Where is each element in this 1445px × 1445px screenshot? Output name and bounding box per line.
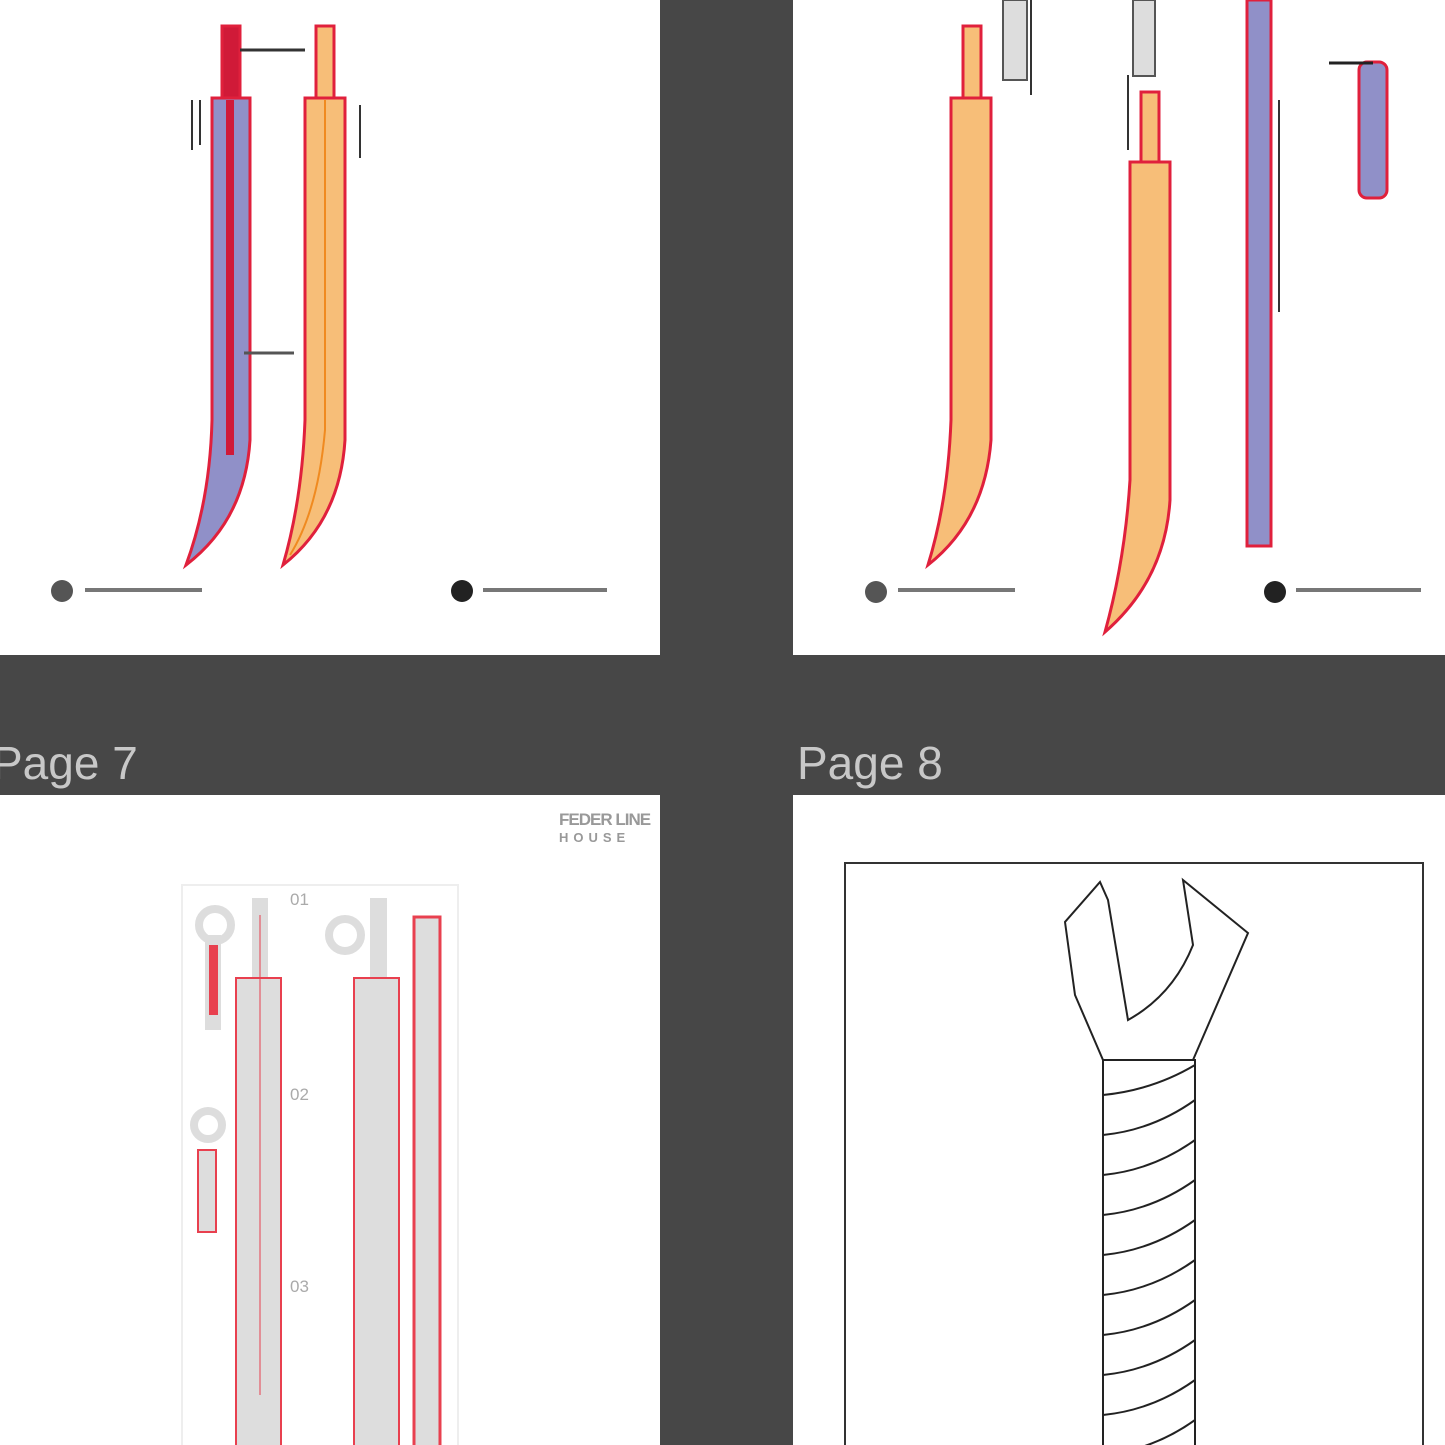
part-number: 02 (290, 1085, 309, 1104)
brand-logo: FEDER LINE HOUSE (559, 810, 651, 845)
page-label: Page 8 (797, 737, 943, 789)
orange-blade-drawing (280, 24, 361, 570)
purple-rod-drawing (1245, 0, 1273, 548)
step-marker-icon (1264, 581, 1286, 603)
page-6-artwork (865, 0, 1421, 637)
page-label: Page 7 (0, 737, 138, 789)
wrapped-handle-drawing (1329, 60, 1389, 200)
part-number: 01 (290, 890, 309, 909)
step-marker-icon (51, 580, 73, 602)
wrench-outline-drawing (1063, 877, 1250, 1445)
page-7-artwork (181, 884, 459, 1445)
part-number: 03 (290, 1277, 309, 1296)
page-thumbnail-5[interactable] (0, 0, 660, 655)
orange-blade-drawing (1102, 90, 1172, 637)
page-8-artwork (844, 862, 1424, 1445)
page-thumbnail-8[interactable] (793, 795, 1445, 1445)
page-thumbnail-6[interactable] (793, 0, 1445, 655)
orange-blade-drawing (925, 24, 993, 570)
page-thumbnail-7[interactable]: FEDER LINE HOUSE 01 02 03 (0, 795, 660, 1445)
step-marker-icon (865, 581, 887, 603)
page-5-artwork (51, 24, 607, 602)
step-marker-icon (451, 580, 473, 602)
purple-blade-drawing (182, 24, 305, 570)
